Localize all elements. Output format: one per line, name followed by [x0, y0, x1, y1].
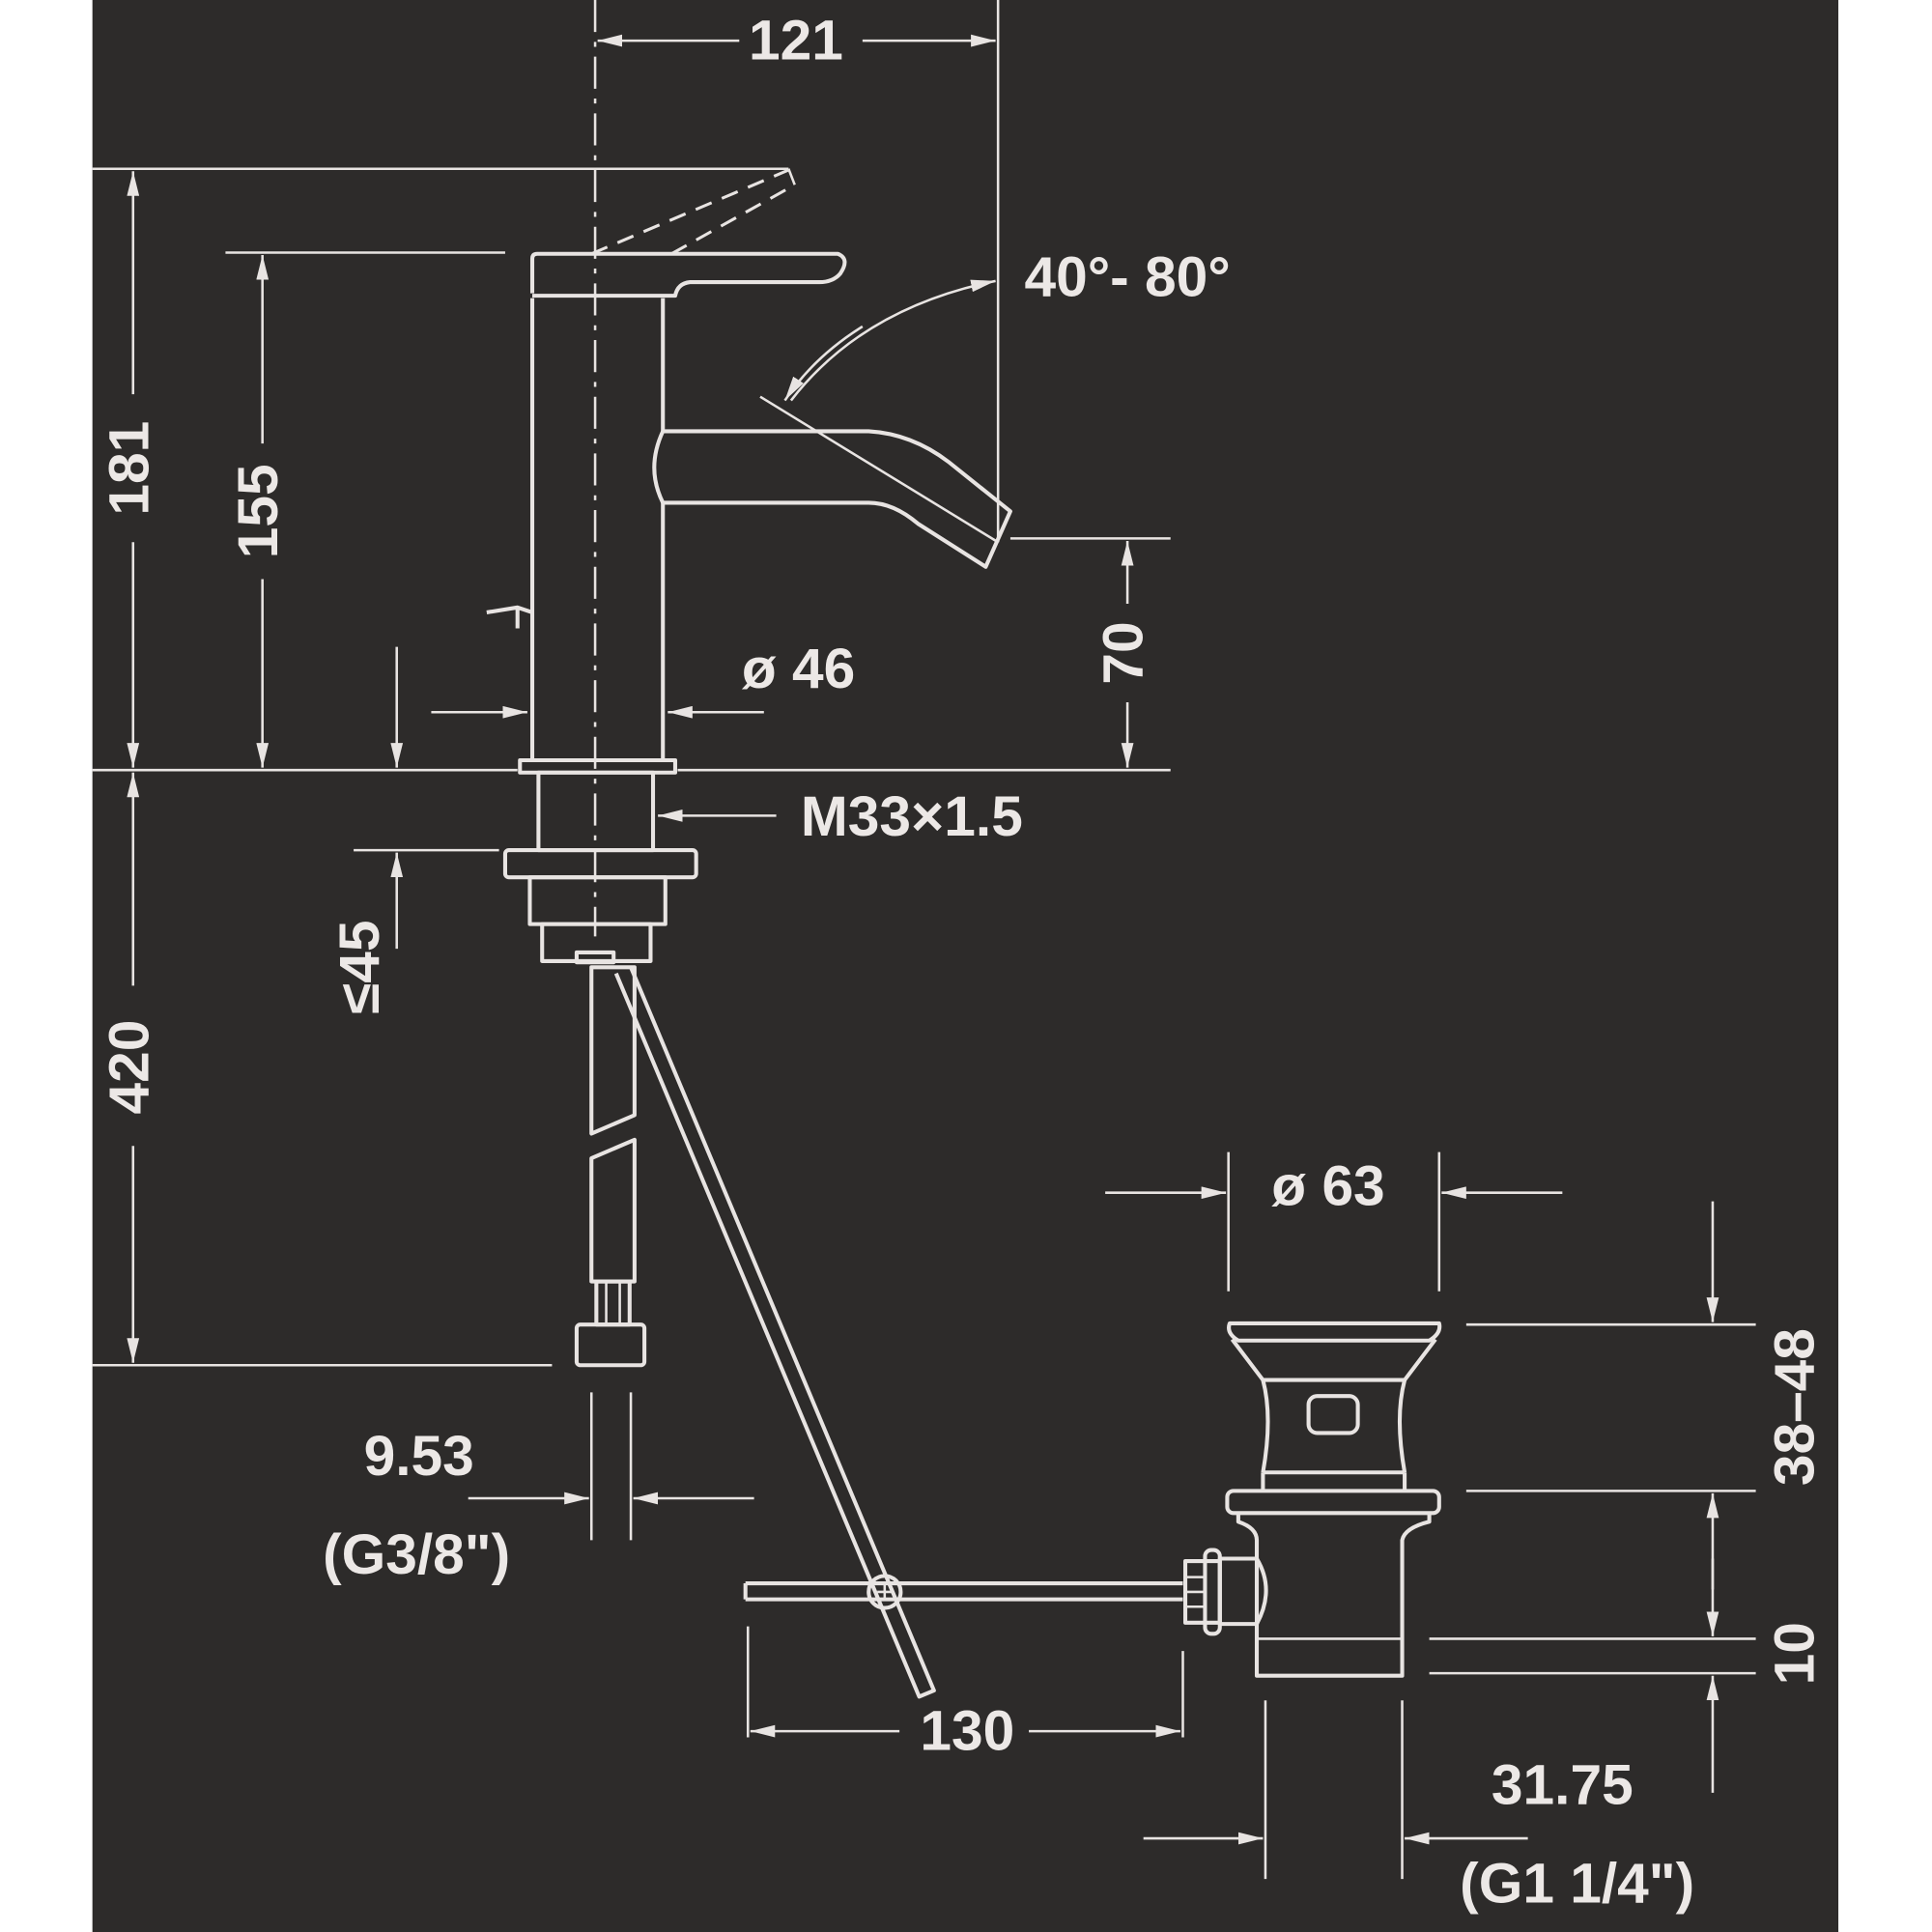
label-130: 130: [920, 1699, 1014, 1762]
drawing-background: [92, 0, 1839, 1932]
label-g3-8: (G3/8"): [323, 1523, 510, 1586]
label-thread: M33×1.5: [801, 785, 1023, 848]
label-121: 121: [749, 9, 843, 71]
waste-valve: [1183, 1321, 1442, 1678]
label-10: 10: [1764, 1622, 1827, 1685]
dim-waste-offset: 10: [1429, 1558, 1827, 1793]
label-31-75: 31.75: [1492, 1754, 1634, 1817]
label-g1-1-4: (G1 1/4"): [1460, 1853, 1694, 1916]
dim-spout-height: 70: [1009, 537, 1171, 768]
dim-hose-connection: 9.53 (G3/8"): [323, 1392, 754, 1586]
dim-hose-length: 420: [92, 772, 553, 1367]
label-181: 181: [98, 421, 160, 516]
dim-spout-reach: 121: [597, 0, 1000, 543]
label-155: 155: [227, 464, 290, 558]
dim-body-diameter: ø 46: [431, 638, 855, 719]
label-diameter-46: ø 46: [742, 638, 855, 700]
label-angle: 40°- 80°: [1024, 245, 1230, 308]
dim-thread: M33×1.5: [658, 785, 1023, 848]
dim-waste-connection: 31.75 (G1 1/4"): [1143, 1700, 1694, 1916]
mixer-body: [486, 168, 1012, 965]
label-diameter-63: ø 63: [1271, 1155, 1384, 1218]
pop-up-rod: [613, 966, 1183, 1699]
dim-waste-diameter: ø 63: [1105, 1151, 1563, 1292]
flexible-hose: [574, 965, 647, 1368]
label-70: 70: [1093, 621, 1155, 684]
label-420: 420: [98, 1020, 160, 1115]
dim-deck-thickness: ≤45: [328, 646, 499, 1014]
dim-height: 155: [225, 251, 505, 768]
label-max-45: ≤45: [328, 921, 391, 1014]
label-9-53: 9.53: [364, 1425, 474, 1488]
label-38-48: 38–48: [1764, 1328, 1827, 1486]
dim-angle: 40°- 80°: [783, 245, 1231, 402]
dim-rod-length: 130: [746, 1626, 1184, 1762]
dim-total-height: 181: [92, 167, 789, 768]
